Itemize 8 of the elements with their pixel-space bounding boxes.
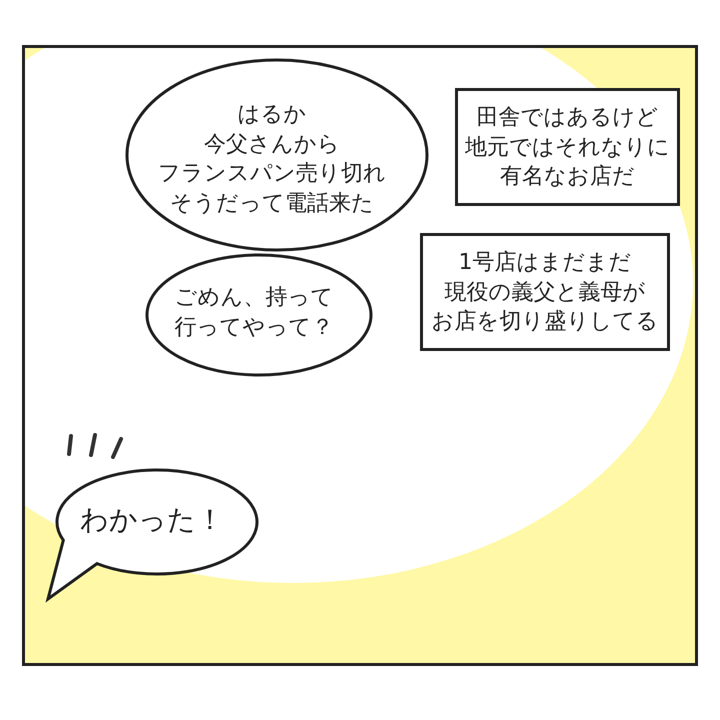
narration-text: 田舎ではあるけど地元ではそれなりに有名なお店だ xyxy=(464,104,671,192)
dialogue-text: わかった！ xyxy=(79,502,225,538)
narration-text: 1号店はまだまだ現役の義父と義母がお店を切り盛りしてる xyxy=(430,249,660,336)
narration-box xyxy=(420,233,670,351)
dialogue-text: はるか今父さんからフランスパン売り切れそうだって電話来た xyxy=(157,101,387,218)
narration-box xyxy=(455,88,680,206)
dialogue-text: ごめん、持って行ってやって？ xyxy=(174,284,334,342)
speech-bubble xyxy=(45,468,259,602)
